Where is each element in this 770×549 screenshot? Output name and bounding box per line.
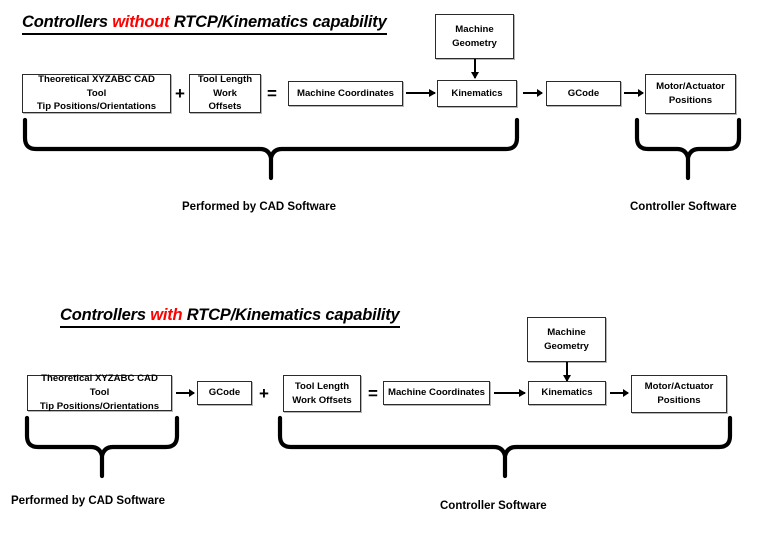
box-cad-tool-positions-2-line2: Tip Positions/Orientations	[39, 400, 160, 412]
caption-controller-software-1: Controller Software	[630, 201, 737, 213]
section-1-title: Controllers without RTCP/Kinematics capa…	[22, 13, 387, 35]
box-cad-tool-positions-2: Theoretical XYZABC CAD Tool Tip Position…	[27, 372, 172, 414]
arrow-coordinates-to-kinematics-1	[406, 92, 435, 94]
box-cad-tool-positions-1-text: Theoretical XYZABC CAD Tool Tip Position…	[23, 73, 170, 115]
operator-equals-1: =	[267, 84, 277, 103]
underbrace-cad-software-2	[24, 415, 180, 479]
box-tool-length-offsets-1: Tool Length Work Offsets	[189, 74, 261, 113]
section-2-title-highlight: with	[150, 306, 183, 324]
section-1-title-highlight: without	[112, 13, 170, 31]
box-machine-coordinates-2-text: Machine Coordinates	[387, 387, 486, 399]
arrow-geometry-to-kinematics-2	[566, 362, 568, 381]
box-machine-coordinates-2: Machine Coordinates	[383, 381, 490, 405]
arrow-geometry-to-kinematics-1	[474, 59, 476, 78]
operator-plus-1: +	[175, 84, 185, 103]
operator-equals-2: =	[368, 384, 378, 403]
box-machine-geometry-1-text: Machine Geometry	[446, 23, 503, 51]
box-tool-length-offsets-1-line1: Tool Length	[197, 73, 253, 85]
box-gcode-2-text: GCode	[208, 387, 241, 399]
box-cad-tool-positions-2-line1: Theoretical XYZABC CAD Tool	[41, 373, 158, 399]
operator-plus-2: +	[259, 384, 269, 403]
box-motor-actuator-2-text: Motor/Actuator Positions	[639, 380, 720, 408]
underbrace-controller-software-1	[634, 117, 742, 181]
arrow-cadtool-to-gcode-2	[176, 392, 194, 394]
box-machine-geometry-1-line1: Machine	[455, 23, 494, 35]
section-2-title: Controllers with RTCP/Kinematics capabil…	[60, 306, 400, 328]
arrow-kinematics-to-motor-2	[610, 392, 628, 394]
box-tool-length-offsets-2-line2: Work Offsets	[292, 394, 352, 406]
caption-cad-software-2: Performed by CAD Software	[11, 495, 166, 507]
box-kinematics-1-text: Kinematics	[451, 87, 503, 99]
box-machine-coordinates-1: Machine Coordinates	[288, 81, 403, 106]
box-kinematics-2: Kinematics	[528, 381, 606, 405]
box-tool-length-offsets-2-line1: Tool Length	[294, 380, 350, 392]
box-machine-geometry-2: Machine Geometry	[527, 317, 606, 362]
box-machine-coordinates-1-text: Machine Coordinates	[296, 87, 395, 99]
box-gcode-2: GCode	[197, 381, 252, 405]
section-1-title-suffix: RTCP/Kinematics capability	[169, 13, 387, 31]
box-motor-actuator-1-line1: Motor/Actuator	[656, 81, 725, 93]
section-2-title-suffix: RTCP/Kinematics capability	[182, 306, 400, 324]
box-motor-actuator-1-text: Motor/Actuator Positions	[650, 80, 731, 108]
box-machine-geometry-1: Machine Geometry	[435, 14, 514, 59]
box-motor-actuator-2: Motor/Actuator Positions	[631, 375, 727, 413]
box-cad-tool-positions-2-text: Theoretical XYZABC CAD Tool Tip Position…	[28, 372, 171, 414]
box-gcode-1-text: GCode	[567, 87, 600, 99]
box-machine-geometry-1-line2: Geometry	[452, 37, 497, 49]
box-motor-actuator-2-line1: Motor/Actuator	[644, 381, 714, 393]
box-machine-geometry-2-line2: Geometry	[544, 340, 589, 352]
underbrace-cad-software-1	[22, 117, 520, 181]
box-tool-length-offsets-2: Tool Length Work Offsets	[283, 375, 361, 412]
box-cad-tool-positions-1-line1: Theoretical XYZABC CAD Tool	[38, 73, 155, 99]
box-motor-actuator-1: Motor/Actuator Positions	[645, 74, 736, 114]
box-kinematics-1: Kinematics	[437, 80, 517, 107]
box-cad-tool-positions-1: Theoretical XYZABC CAD Tool Tip Position…	[22, 74, 171, 113]
box-tool-length-offsets-1-text: Tool Length Work Offsets	[190, 73, 260, 115]
section-2-title-prefix: Controllers	[60, 306, 151, 324]
box-motor-actuator-1-line2: Positions	[668, 95, 713, 106]
box-cad-tool-positions-1-line2: Tip Positions/Orientations	[36, 101, 157, 113]
box-machine-geometry-2-line1: Machine	[547, 326, 586, 338]
caption-cad-software-1: Performed by CAD Software	[182, 201, 337, 213]
box-gcode-1: GCode	[546, 81, 621, 106]
box-motor-actuator-2-line2: Positions	[657, 395, 701, 406]
arrow-kinematics-to-gcode-1	[523, 92, 542, 94]
box-tool-length-offsets-1-line2: Work Offsets	[208, 87, 242, 113]
caption-controller-software-2: Controller Software	[440, 500, 547, 512]
box-kinematics-2-text: Kinematics	[541, 387, 593, 399]
arrow-coordinates-to-kinematics-2	[494, 392, 525, 394]
arrow-gcode-to-motor-1	[624, 92, 643, 94]
section-1-title-prefix: Controllers	[22, 13, 113, 31]
box-machine-geometry-2-text: Machine Geometry	[538, 326, 595, 354]
box-tool-length-offsets-2-text: Tool Length Work Offsets	[286, 380, 358, 408]
underbrace-controller-software-2	[277, 415, 733, 479]
